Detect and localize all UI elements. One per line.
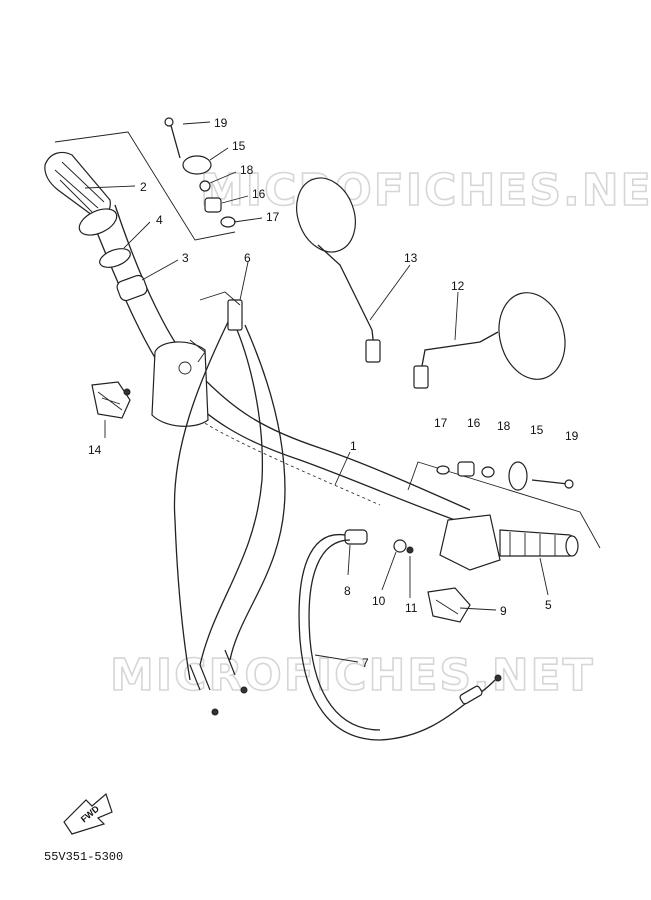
callout-17-right: 17: [434, 416, 448, 430]
callout-3: 3: [182, 251, 189, 265]
handlebar: [89, 204, 471, 521]
callout-19-right: 19: [565, 429, 579, 443]
callout-18-right: 18: [497, 419, 511, 433]
callout-7: 7: [362, 656, 369, 670]
left-grip: [44, 151, 118, 236]
left-collar: [99, 248, 148, 302]
callout-11: 11: [405, 601, 418, 615]
right-mirror: [413, 292, 566, 389]
clutch-cable: [298, 533, 502, 741]
right-grip-bracket: [407, 461, 601, 549]
callout-16-right: 16: [467, 416, 481, 430]
left-grip-bracket: [54, 131, 236, 241]
callout-1: 1: [350, 439, 357, 453]
left-switch-housing: [151, 339, 209, 427]
callout-13: 13: [404, 251, 418, 265]
callout-12: 12: [451, 279, 465, 293]
callout-16-left: 16: [252, 187, 266, 201]
diagram-code: 55V351-5300: [44, 850, 123, 864]
callout-14: 14: [88, 443, 102, 457]
callout-5: 5: [545, 598, 552, 612]
lever-parts: [344, 529, 414, 554]
leader-lines: [84, 121, 549, 663]
callout-15-right: 15: [530, 423, 544, 437]
throttle-cables: [173, 291, 286, 716]
fwd-arrow-icon: FWD: [63, 792, 113, 835]
watermark-top: MICROFICHES.NET: [200, 165, 651, 216]
watermark-bottom: MICROFICHES.NET: [110, 650, 595, 701]
callout-9: 9: [500, 604, 507, 618]
brake-switch: [427, 587, 471, 623]
callout-18-left: 18: [240, 163, 254, 177]
clutch-switch: [91, 381, 131, 419]
throttle-housing: [439, 514, 579, 571]
callout-4: 4: [156, 213, 163, 227]
callout-19-left: 19: [214, 116, 228, 130]
left-mirror: [296, 177, 381, 363]
callout-17-left: 17: [266, 210, 280, 224]
right-end-parts: [436, 461, 574, 491]
callout-2: 2: [140, 180, 147, 194]
callout-8: 8: [344, 584, 351, 598]
callout-15-left: 15: [232, 139, 246, 153]
callout-10: 10: [372, 594, 386, 608]
callout-6: 6: [244, 251, 251, 265]
